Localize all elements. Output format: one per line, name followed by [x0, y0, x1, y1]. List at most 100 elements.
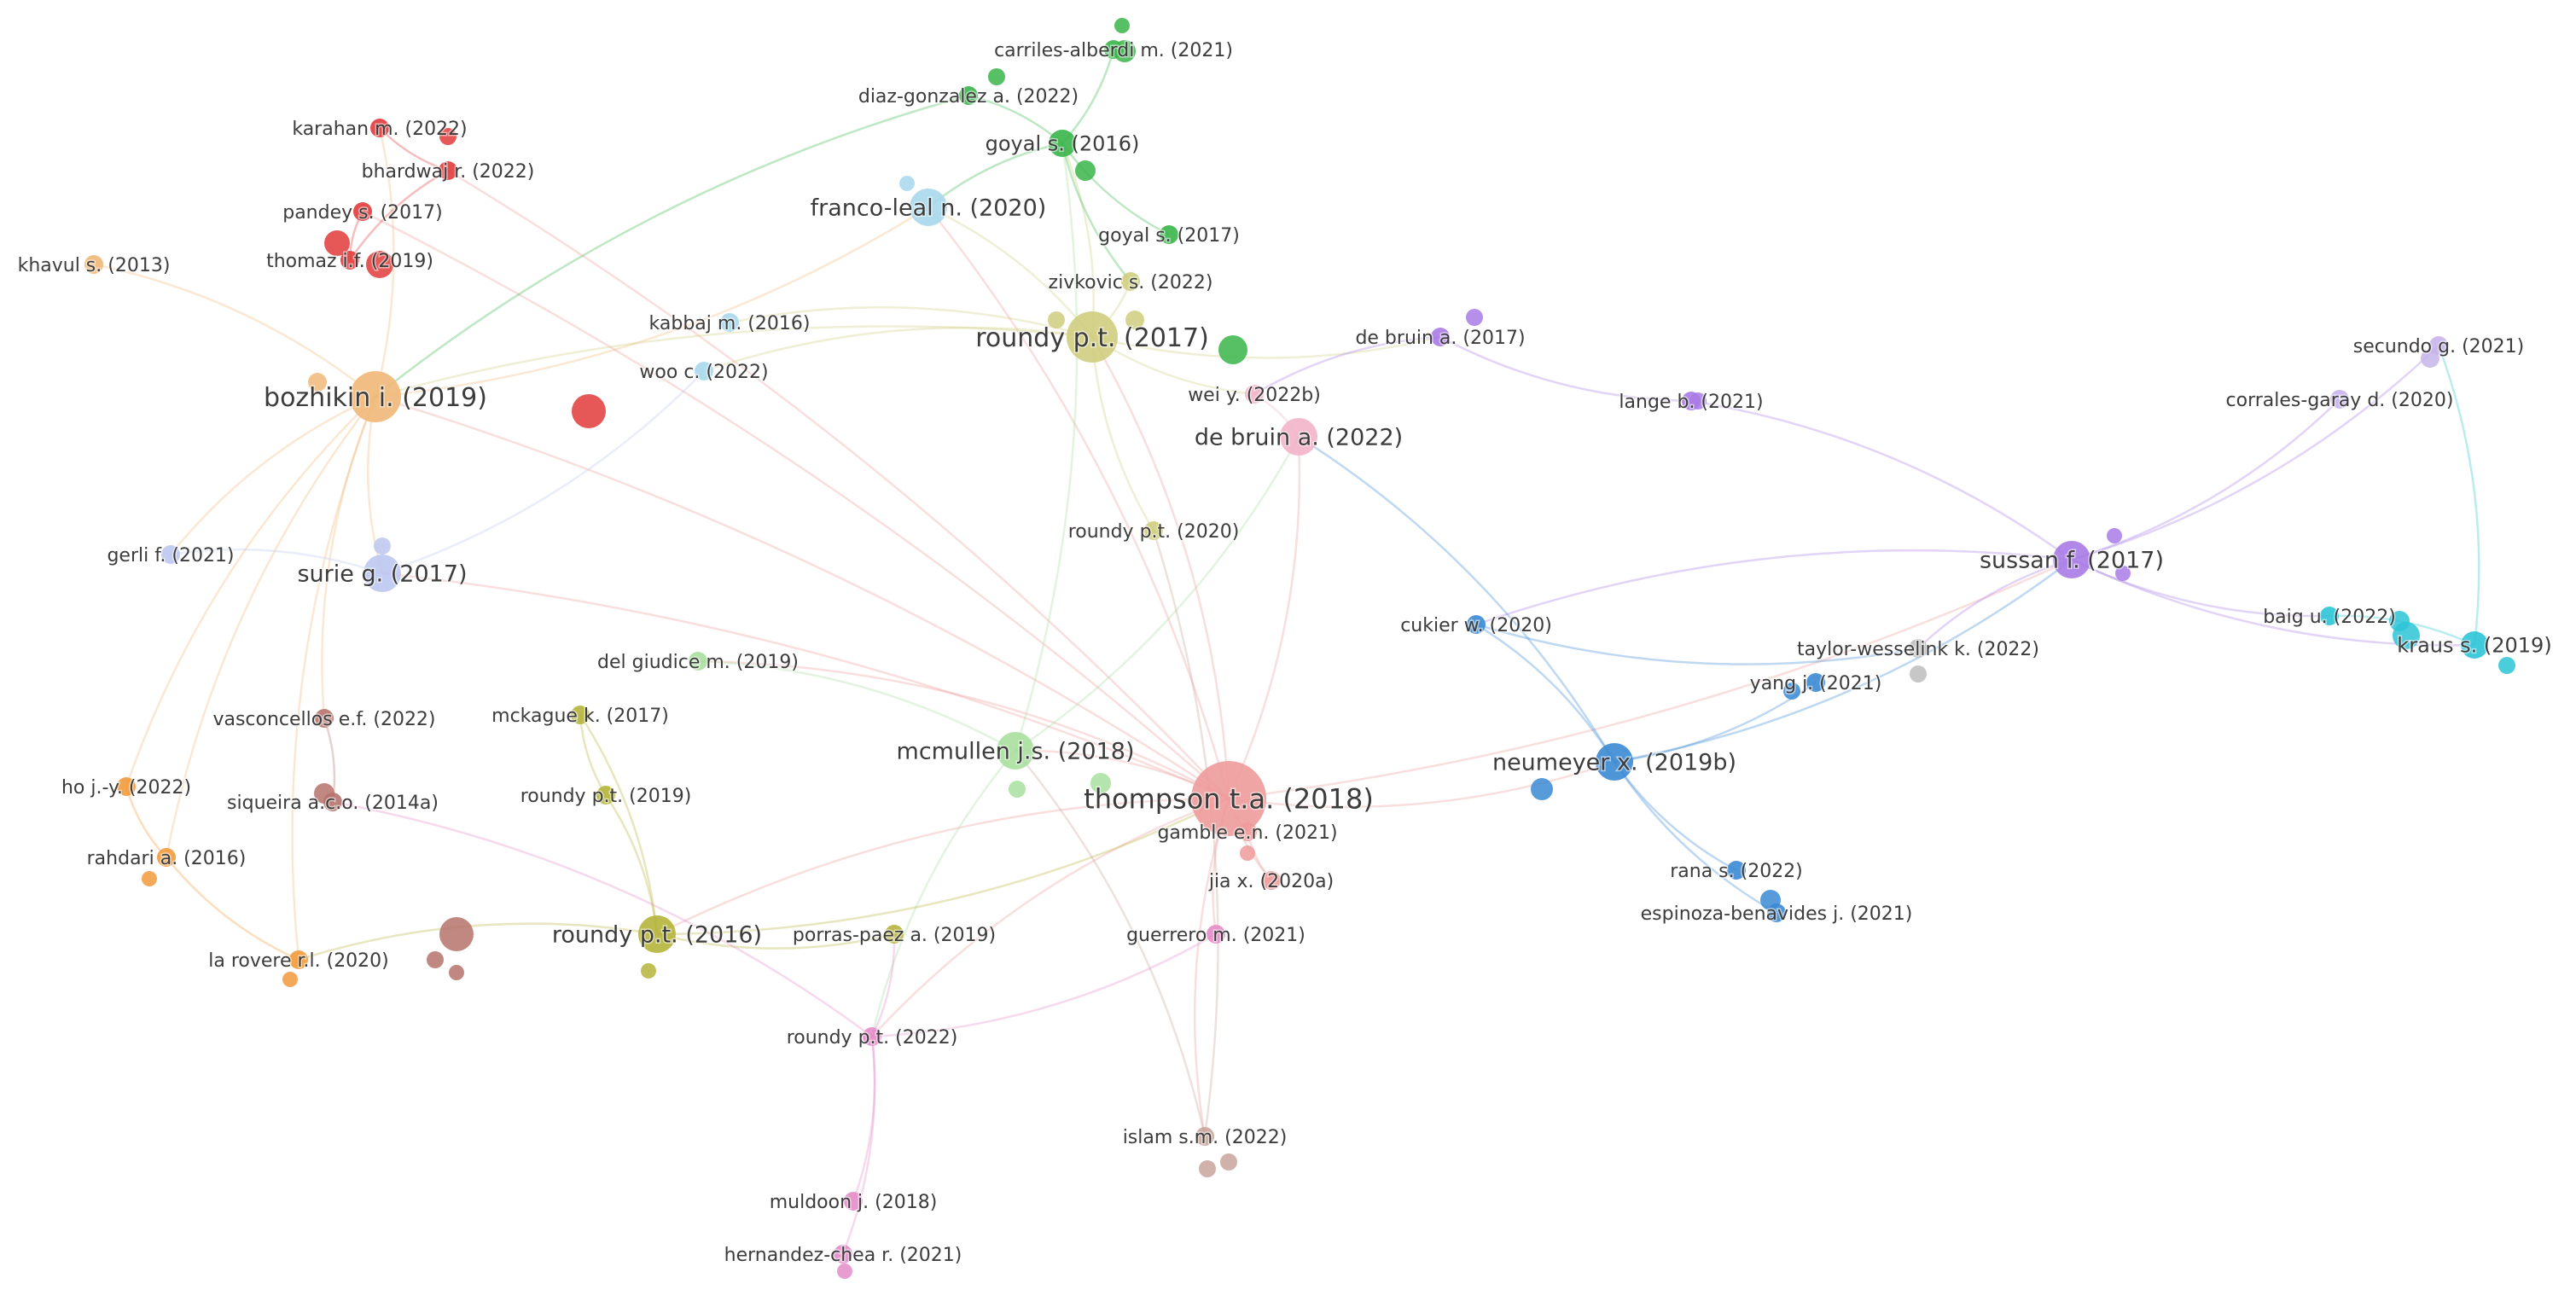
- node-baig[interactable]: [2320, 607, 2339, 625]
- node-roundy2017[interactable]: [1067, 311, 1118, 363]
- node-bubble-rana[interactable]: [1727, 861, 1746, 880]
- node-rana[interactable]: [1727, 861, 1746, 880]
- node-bubble-roundy2020[interactable]: [1144, 521, 1163, 540]
- node-bubble-kraus[interactable]: [2461, 631, 2488, 659]
- node-bubble-baig[interactable]: [2320, 607, 2339, 625]
- node-jiax[interactable]: [1262, 871, 1281, 890]
- node-bubble-woo[interactable]: [695, 362, 713, 380]
- node-bubble-francoleal[interactable]: [910, 189, 947, 226]
- node-kabbaj[interactable]: [720, 313, 739, 332]
- node-bubble-secundo[interactable]: [2429, 336, 2448, 355]
- node-porras[interactable]: [885, 925, 904, 944]
- node-bubble-karahan[interactable]: [370, 119, 389, 137]
- node-bubble-thompson[interactable]: [1191, 761, 1266, 836]
- node-bubble-siqueira[interactable]: [323, 793, 342, 811]
- node-rahdari[interactable]: [157, 848, 176, 867]
- node-lange[interactable]: [1682, 392, 1701, 410]
- node-bubble-kabbaj[interactable]: [720, 313, 739, 332]
- node-bubble-khavul[interactable]: [84, 255, 103, 274]
- node-gamble[interactable]: [1238, 822, 1257, 841]
- node-bubble-diaz[interactable]: [959, 86, 978, 105]
- node-kraus[interactable]: [2461, 631, 2488, 659]
- node-roundy2019[interactable]: [596, 786, 615, 805]
- node-sussan[interactable]: [2053, 541, 2090, 578]
- node-bubble-goyal2017[interactable]: [1160, 225, 1178, 244]
- node-larovere[interactable]: [289, 950, 308, 969]
- node-corrales[interactable]: [2330, 390, 2349, 409]
- node-bubble-roundy2017[interactable]: [1067, 311, 1118, 363]
- node-guerrero[interactable]: [1207, 925, 1225, 944]
- node-bubble-espinoza[interactable]: [1767, 903, 1786, 922]
- node-weiy[interactable]: [1245, 385, 1264, 404]
- node-karahan[interactable]: [370, 119, 389, 137]
- node-bubble-porras[interactable]: [885, 925, 904, 944]
- node-cukier[interactable]: [1467, 615, 1486, 634]
- node-khavul[interactable]: [84, 255, 103, 274]
- node-bubble-debruin2017[interactable]: [1431, 328, 1450, 346]
- node-bubble-pandey[interactable]: [353, 202, 372, 221]
- node-bubble-hoj[interactable]: [117, 777, 136, 796]
- node-bubble-bhardwaj[interactable]: [439, 161, 457, 180]
- node-islam[interactable]: [1195, 1127, 1214, 1146]
- node-secundo[interactable]: [2429, 336, 2448, 355]
- node-yang[interactable]: [1806, 673, 1825, 692]
- node-bubble-taylor[interactable]: [1909, 639, 1928, 658]
- node-vasconcellos[interactable]: [315, 709, 334, 728]
- node-bubble-lange[interactable]: [1682, 392, 1701, 410]
- node-bubble-roundy2019[interactable]: [596, 786, 615, 805]
- node-roundy2022[interactable]: [863, 1027, 881, 1046]
- node-bubble-vasconcellos[interactable]: [315, 709, 334, 728]
- node-bubble-hernandez[interactable]: [834, 1245, 852, 1263]
- node-thomaz[interactable]: [340, 251, 359, 270]
- node-bubble-thomaz[interactable]: [340, 251, 359, 270]
- node-woo[interactable]: [695, 362, 713, 380]
- node-bubble-rahdari[interactable]: [157, 848, 176, 867]
- node-francoleal[interactable]: [910, 189, 947, 226]
- node-bubble-goyal2016[interactable]: [1049, 130, 1076, 157]
- node-muldoon[interactable]: [844, 1192, 863, 1211]
- node-gerli[interactable]: [161, 545, 180, 564]
- node-bubble-corrales[interactable]: [2330, 390, 2349, 409]
- node-hernandez[interactable]: [834, 1245, 852, 1263]
- node-bubble-jiax[interactable]: [1262, 871, 1281, 890]
- node-bubble-mckague[interactable]: [571, 706, 590, 724]
- node-bubble-carriles[interactable]: [1104, 40, 1123, 59]
- node-bubble-sussan[interactable]: [2053, 541, 2090, 578]
- node-bubble-delgiudice[interactable]: [689, 652, 707, 671]
- node-bozhikin[interactable]: [350, 371, 401, 422]
- node-bubble-surie[interactable]: [363, 555, 401, 592]
- node-zivkovic[interactable]: [1121, 272, 1140, 291]
- node-siqueira[interactable]: [323, 793, 342, 811]
- node-debruin2022[interactable]: [1280, 418, 1317, 456]
- node-bubble-cukier[interactable]: [1467, 615, 1486, 634]
- node-bhardwaj[interactable]: [439, 161, 457, 180]
- node-bubble-mcmullen[interactable]: [997, 732, 1034, 770]
- node-bubble-gerli[interactable]: [161, 545, 180, 564]
- node-hoj[interactable]: [117, 777, 136, 796]
- node-carriles[interactable]: [1104, 40, 1123, 59]
- node-bubble-bozhikin[interactable]: [350, 371, 401, 422]
- node-surie[interactable]: [363, 555, 401, 592]
- node-pandey[interactable]: [353, 202, 372, 221]
- node-bubble-zivkovic[interactable]: [1121, 272, 1140, 291]
- node-bubble-roundy2022[interactable]: [863, 1027, 881, 1046]
- node-roundy2020[interactable]: [1144, 521, 1163, 540]
- node-bubble-muldoon[interactable]: [844, 1192, 863, 1211]
- node-mckague[interactable]: [571, 706, 590, 724]
- node-espinoza[interactable]: [1767, 903, 1786, 922]
- node-roundy2016[interactable]: [638, 915, 676, 953]
- node-taylor[interactable]: [1909, 639, 1928, 658]
- node-neumeyer[interactable]: [1596, 743, 1633, 781]
- node-bubble-yang[interactable]: [1806, 673, 1825, 692]
- node-delgiudice[interactable]: [689, 652, 707, 671]
- node-bubble-gamble[interactable]: [1238, 822, 1257, 841]
- node-bubble-guerrero[interactable]: [1207, 925, 1225, 944]
- node-bubble-debruin2022[interactable]: [1280, 418, 1317, 456]
- node-diaz[interactable]: [959, 86, 978, 105]
- node-goyal2017[interactable]: [1160, 225, 1178, 244]
- node-mcmullen[interactable]: [997, 732, 1034, 770]
- node-bubble-weiy[interactable]: [1245, 385, 1264, 404]
- node-bubble-roundy2016[interactable]: [638, 915, 676, 953]
- node-thompson[interactable]: [1191, 761, 1266, 836]
- node-bubble-islam[interactable]: [1195, 1127, 1214, 1146]
